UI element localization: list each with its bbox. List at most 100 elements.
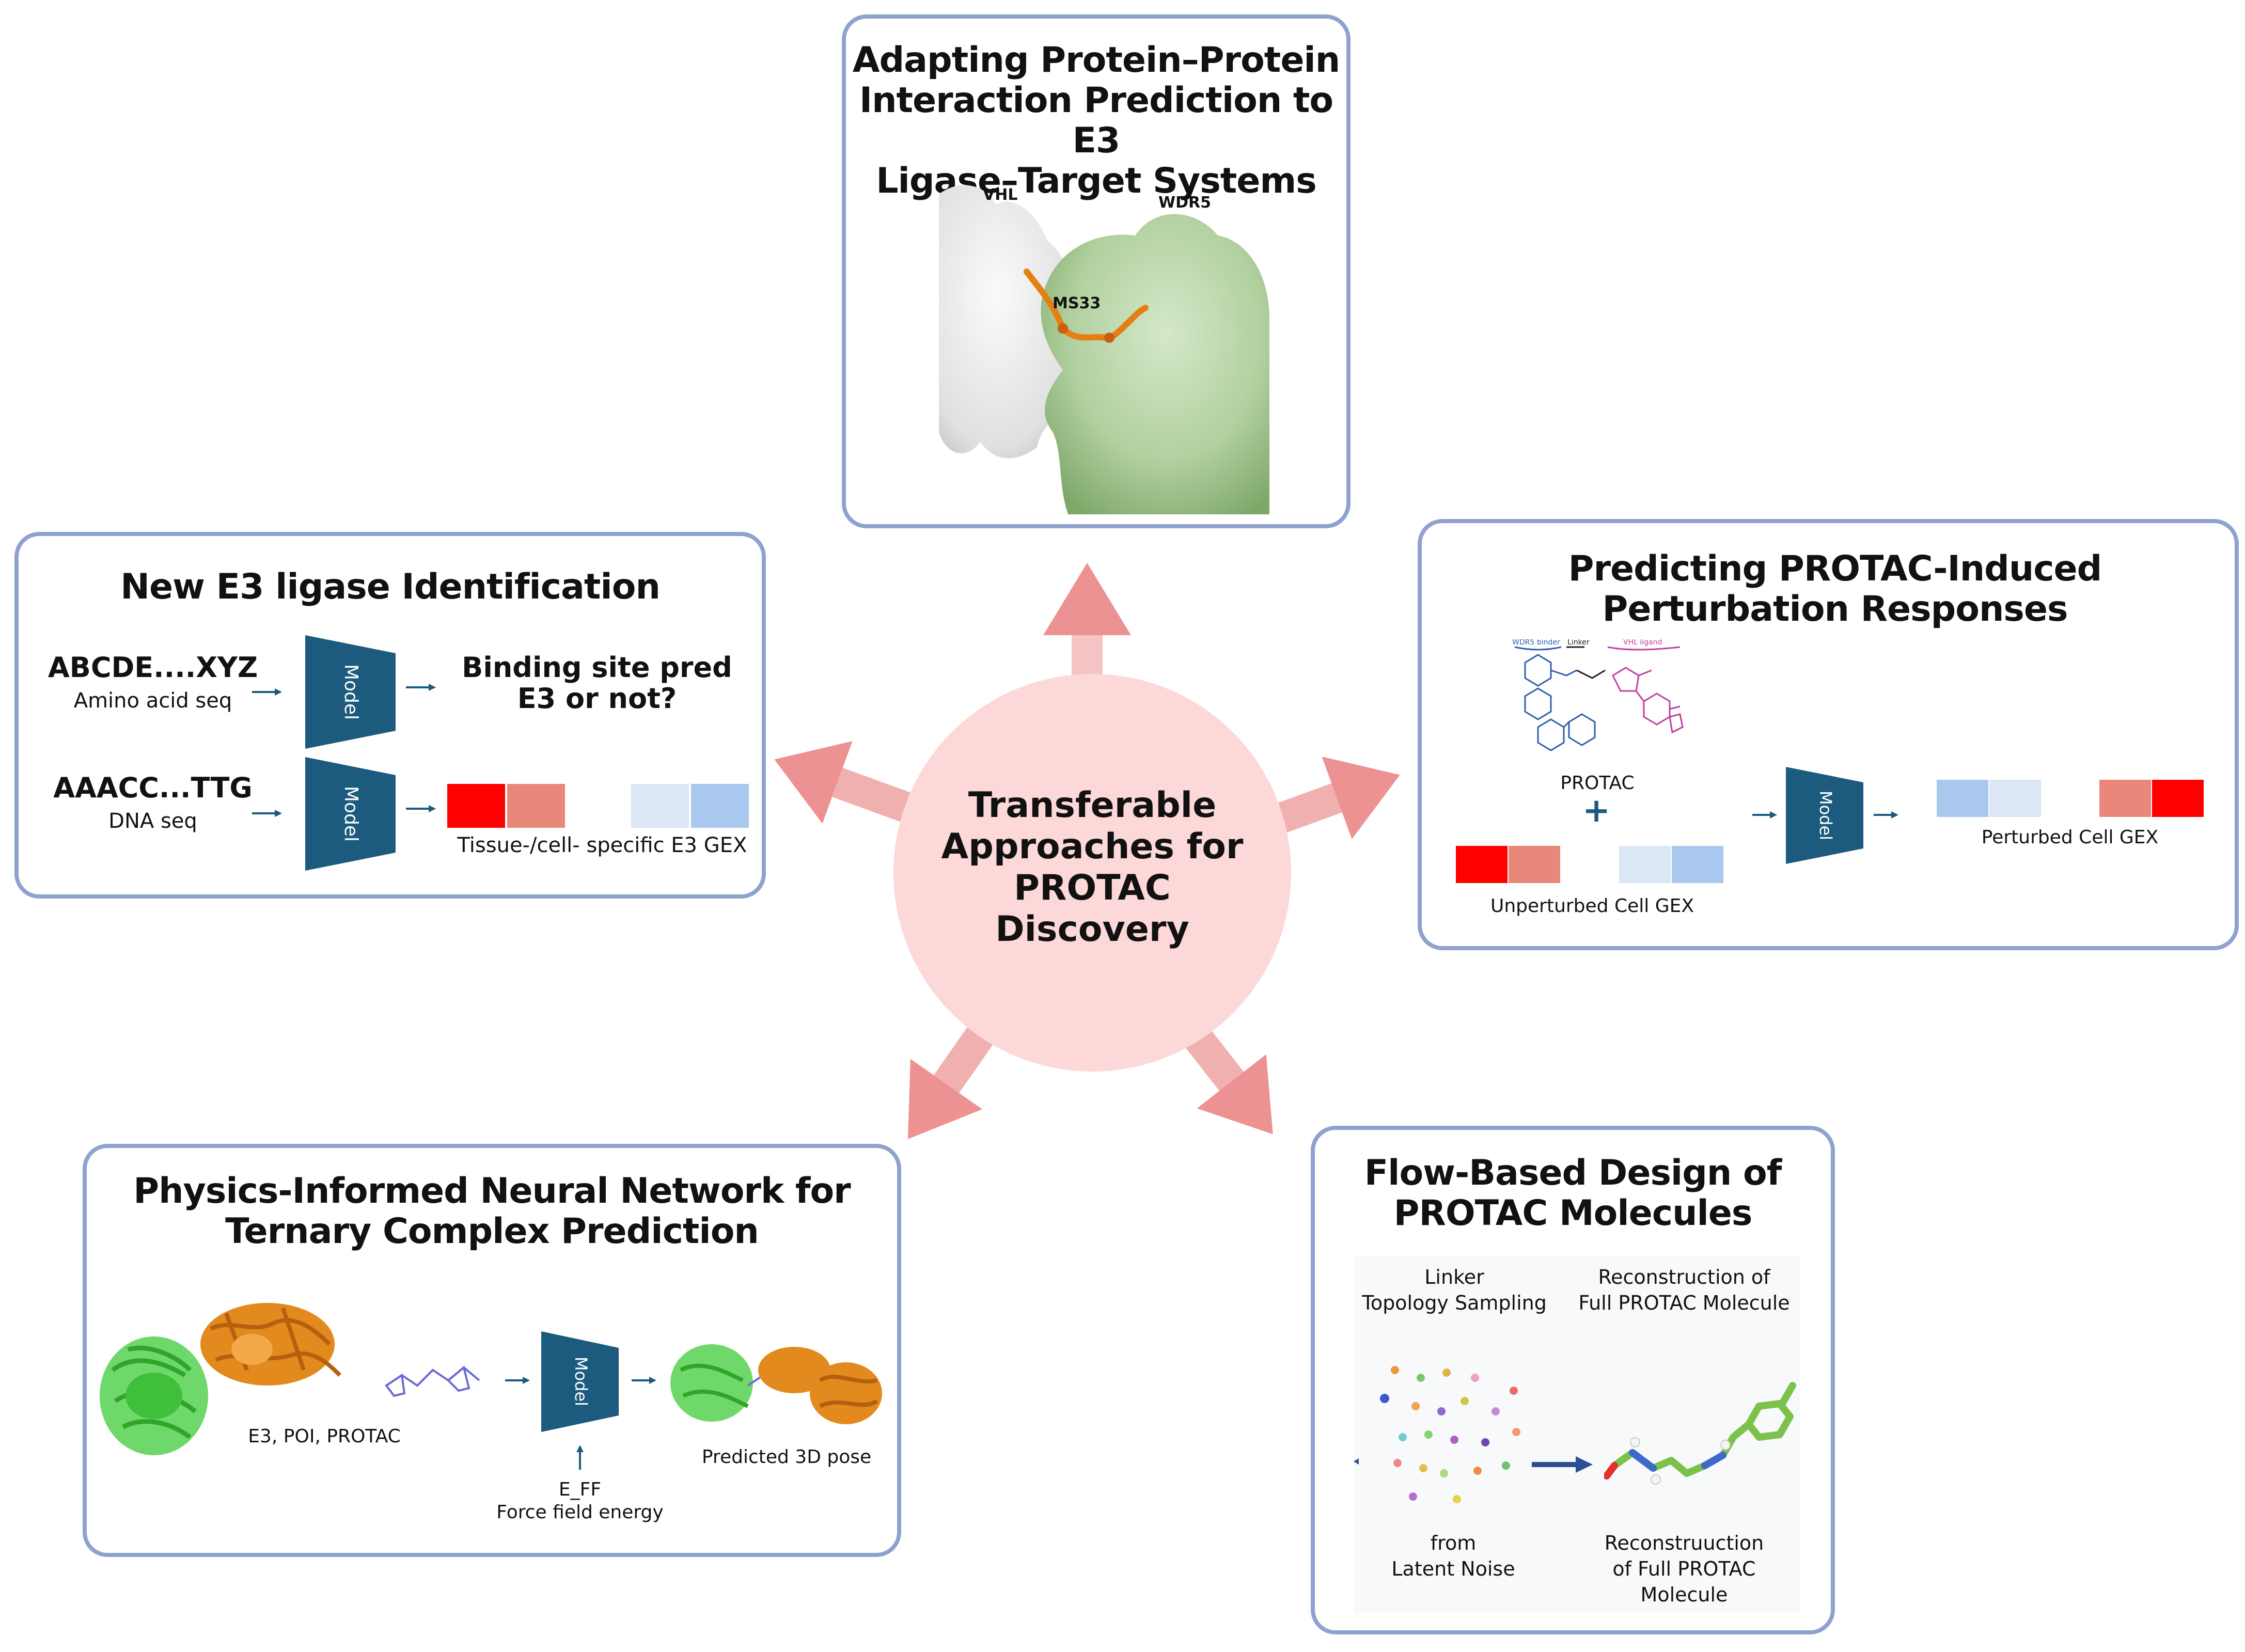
model-block-4: Model (541, 1331, 619, 1432)
small-arrow-icon (1874, 811, 1898, 819)
structure-label-2: Linker (1567, 639, 1590, 647)
center-circle (893, 674, 1291, 1072)
small-arrow-icon (632, 1377, 656, 1384)
energy-line1: E_FF (558, 1479, 602, 1500)
gex-cell-blue (691, 784, 749, 828)
binding-site-output: Binding site pred E3 or not? (462, 652, 732, 714)
predicted-pose-image (670, 1344, 882, 1424)
up-arrow-icon (576, 1445, 584, 1470)
pinn-title-line1: Physics-Informed Neural Network for (133, 1171, 851, 1212)
flow-top-right-line2: Full PROTAC Molecule (1578, 1292, 1790, 1314)
small-arrow-icon (252, 810, 282, 817)
protac-structure-image: WDR5 binder Linker VHL ligand (1512, 639, 1684, 751)
center-title-line4: Discovery (995, 909, 1189, 950)
panel-e3: New E3 ligase Identification ABCDE....XY… (14, 532, 766, 899)
small-arrow-icon (406, 684, 436, 691)
perturb-title-line1: Predicting PROTAC-Induced (1568, 548, 2102, 589)
pinn-title: Physics-Informed Neural Network for Tern… (87, 1171, 897, 1252)
model-block-3: Model (1786, 767, 1863, 864)
center-title: Transferable Approaches for PROTAC Disco… (893, 785, 1291, 950)
binding-site-line1: Binding site pred (462, 651, 732, 684)
e3-ligase-cartoon (100, 1336, 208, 1455)
e3-title: New E3 ligase Identification (120, 567, 661, 607)
perturbed-lightblue (1989, 780, 2041, 817)
label-wdr5: WDR5 (1158, 194, 1211, 212)
panel-perturbation: Predicting PROTAC-Induced Perturbation R… (1418, 519, 2239, 950)
binding-site-line2: E3 or not? (517, 682, 677, 715)
inputs-caption: E3, POI, PROTAC (248, 1426, 401, 1447)
model-label-2: Model (340, 786, 362, 842)
flow-top-left-line2: Topology Sampling (1362, 1292, 1547, 1314)
energy-line2: Force field energy (496, 1502, 664, 1523)
poi-cartoon (200, 1303, 341, 1386)
flow-bottom-right-line3: Molecule (1640, 1583, 1728, 1606)
model-label-3: Model (1816, 791, 1835, 840)
ppi-title: Adapting Protein–Protein Interaction Pre… (846, 40, 1346, 201)
model-label-1: Model (340, 664, 362, 720)
tissue-gex-caption: Tissue-/cell- specific E3 GEX (457, 833, 747, 857)
flow-top-left-line1: Linker (1424, 1266, 1484, 1288)
plus-icon: + (1582, 792, 1610, 830)
perturbed-blue (1937, 780, 1988, 817)
model-block-1: Model (305, 635, 396, 749)
unperturbed-red (1456, 846, 1508, 883)
protac-label: PROTAC (1560, 773, 1635, 794)
protac-ligand (1024, 269, 1149, 342)
amino-seq: ABCDE....XYZ (48, 651, 258, 684)
perturbed-caption: Perturbed Cell GEX (1981, 827, 2159, 848)
pinn-title-line2: Ternary Complex Prediction (225, 1211, 759, 1252)
flow-bottom-right-label: Reconstruuction of Full PROTAC Molecule (1605, 1530, 1764, 1608)
unperturbed-lightblue (1619, 846, 1671, 883)
perturb-title: Predicting PROTAC-Induced Perturbation R… (1510, 549, 2160, 630)
gex-cell-red (447, 784, 505, 828)
vhl-surface (939, 185, 1083, 459)
flow-top-right-label: Reconstruction of Full PROTAC Molecule (1578, 1264, 1789, 1316)
label-ms33: MS33 (1053, 294, 1101, 312)
protac-cartoon (385, 1365, 480, 1397)
flow-top-left-label: Linker Topology Sampling (1362, 1264, 1547, 1316)
e3-poi-protac-image (100, 1303, 480, 1455)
flow-arrow-icon (1532, 1456, 1593, 1473)
center-title-line3: PROTAC (1014, 868, 1171, 908)
amino-seq-caption: Amino acid seq (73, 689, 232, 713)
model-block-2: Model (305, 757, 396, 871)
flow-title: Flow-Based Design of PROTAC Molecules (1315, 1153, 1831, 1234)
energy-label: E_FF Force field energy (496, 1478, 663, 1524)
dna-seq-caption: DNA seq (108, 809, 197, 833)
perturb-title-line2: Perturbation Responses (1602, 589, 2068, 630)
panel-pinn: Physics-Informed Neural Network for Tern… (83, 1144, 901, 1557)
protac-molecule-image (1604, 1382, 1796, 1485)
output-caption: Predicted 3D pose (701, 1446, 872, 1468)
perturbed-salmon (2099, 780, 2151, 817)
small-arrow-icon (406, 805, 436, 812)
unperturbed-salmon (1509, 846, 1560, 883)
model-label-4: Model (571, 1357, 591, 1406)
ppi-title-line1: Adapting Protein–Protein (852, 40, 1340, 81)
label-vhl: VHL (983, 186, 1018, 204)
flow-bottom-left-line2: Latent Noise (1391, 1557, 1515, 1580)
wdr5-surface (1041, 214, 1269, 514)
flow-bottom-left-line1: from (1430, 1532, 1477, 1554)
unperturbed-caption: Unperturbed Cell GEX (1490, 895, 1694, 917)
center-title-line2: Approaches for (941, 826, 1244, 867)
perturbed-red (2152, 780, 2204, 817)
small-arrow-icon (1752, 811, 1777, 819)
flow-title-line1: Flow-Based Design of (1364, 1153, 1782, 1193)
gex-cell-lightblue (631, 784, 689, 828)
latent-noise-scatter (1354, 1366, 1520, 1503)
center-title-line1: Transferable (968, 785, 1217, 826)
panel-flow: Flow-Based Design of PROTAC Molecules Li… (1311, 1126, 1835, 1634)
structure-label-3: VHL ligand (1623, 639, 1662, 647)
protein-surface-image (939, 185, 1269, 514)
unperturbed-blue (1672, 846, 1723, 883)
gex-cell-salmon (507, 784, 565, 828)
small-arrow-icon (505, 1377, 530, 1384)
dna-seq: AAACC...TTG (53, 772, 253, 804)
panel-ppi: Adapting Protein–Protein Interaction Pre… (842, 14, 1351, 528)
flow-top-right-line1: Reconstruction of (1598, 1266, 1770, 1288)
flow-title-line2: PROTAC Molecules (1393, 1193, 1753, 1234)
ppi-title-line2: Interaction Prediction to E3 (859, 80, 1333, 161)
flow-bottom-right-line1: Reconstruuction (1604, 1532, 1764, 1554)
small-arrow-icon (252, 688, 282, 696)
flow-bottom-left-label: from Latent Noise (1391, 1530, 1515, 1582)
